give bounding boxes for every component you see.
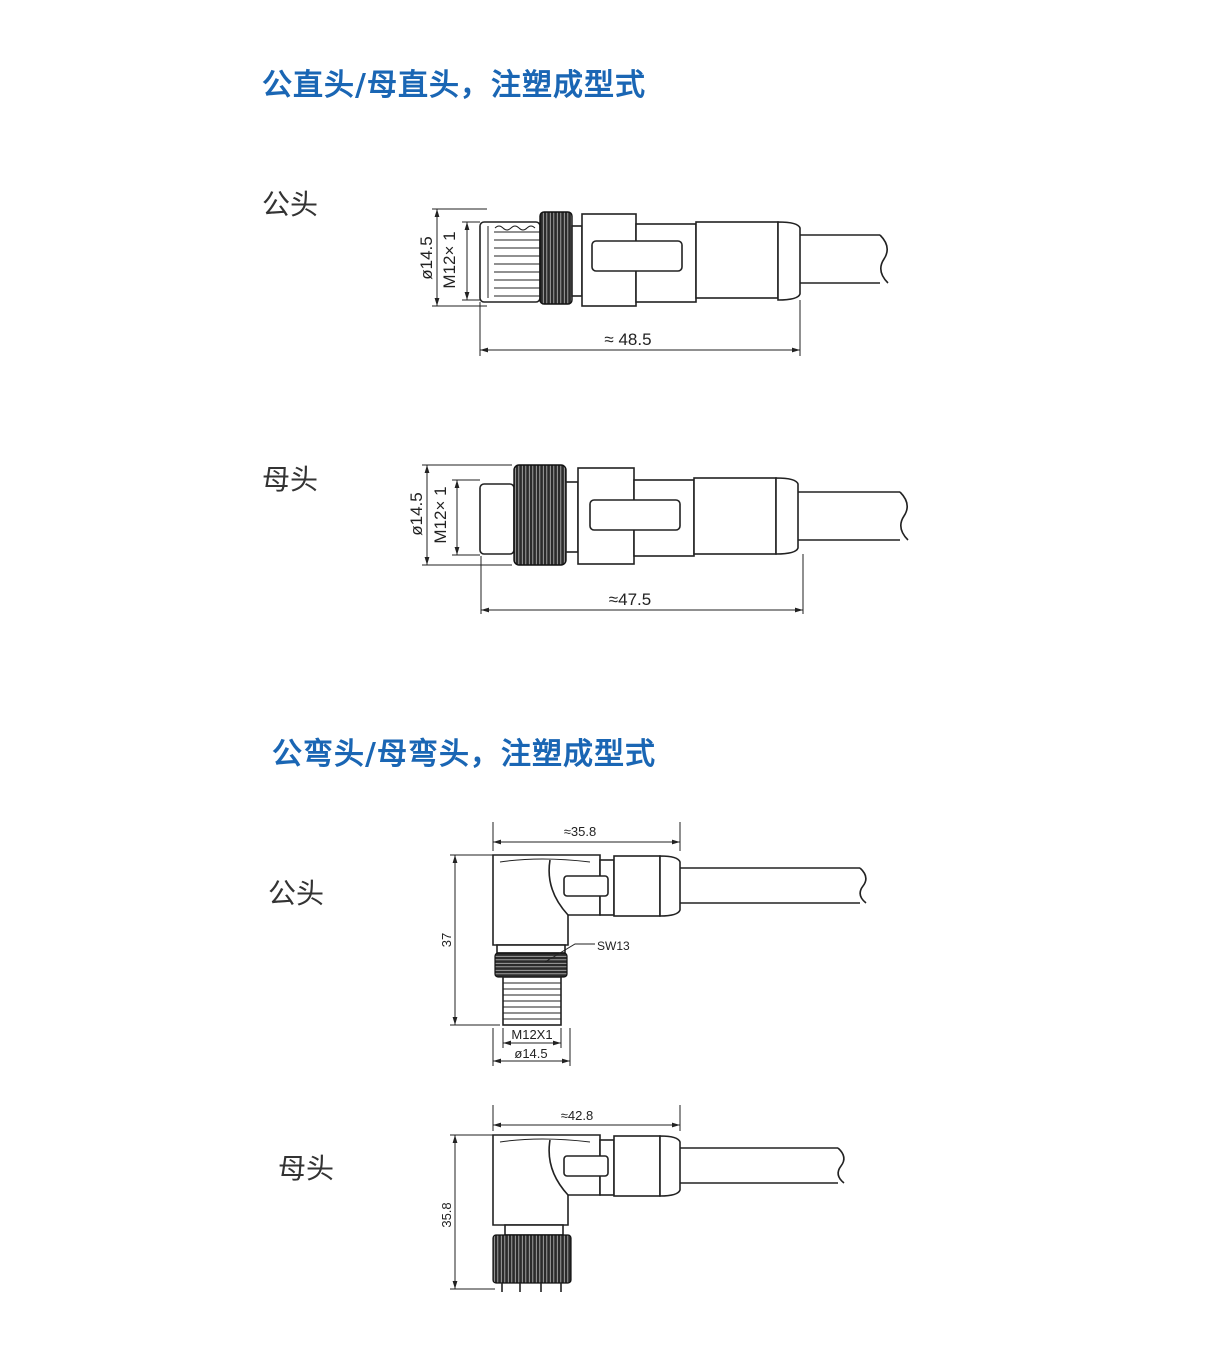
dim-wrench: SW13 bbox=[597, 939, 630, 953]
label-male-straight: 公头 bbox=[262, 188, 319, 221]
dim-diameter: ø14.5 bbox=[514, 1046, 547, 1061]
section-title-angled: 公弯头/母弯头，注塑成型式 bbox=[272, 737, 656, 772]
dim-thread: M12× 1 bbox=[431, 486, 450, 543]
dim-height: 37 bbox=[439, 933, 454, 947]
female-straight-connector-drawing: ø14.5 M12× 1 ≈47.5 bbox=[407, 464, 909, 614]
dim-thread: M12X1 bbox=[511, 1027, 552, 1042]
male-straight-connector-drawing: ø14.5 M12× 1 ≈ 48.5 bbox=[417, 208, 889, 356]
dim-length: ≈42.8 bbox=[561, 1108, 593, 1123]
dim-thread: M12× 1 bbox=[440, 231, 459, 288]
dim-length: ≈35.8 bbox=[564, 824, 596, 839]
dim-length: ≈ 48.5 bbox=[604, 330, 651, 349]
male-angled-connector-drawing: ≈35.8 37 SW13 M12X1 ø14.5 bbox=[439, 822, 867, 1066]
female-angled-connector-drawing: ≈42.8 35.8 bbox=[439, 1105, 845, 1292]
label-male-angled: 公头 bbox=[268, 877, 325, 910]
label-female-angled: 母头 bbox=[278, 1152, 335, 1185]
label-female-straight: 母头 bbox=[262, 463, 319, 496]
section-title-straight: 公直头/母直头，注塑成型式 bbox=[262, 68, 646, 103]
dim-diameter: ø14.5 bbox=[407, 492, 426, 535]
dim-height: 35.8 bbox=[439, 1202, 454, 1227]
dim-length: ≈47.5 bbox=[609, 590, 651, 609]
dim-diameter: ø14.5 bbox=[417, 236, 436, 279]
